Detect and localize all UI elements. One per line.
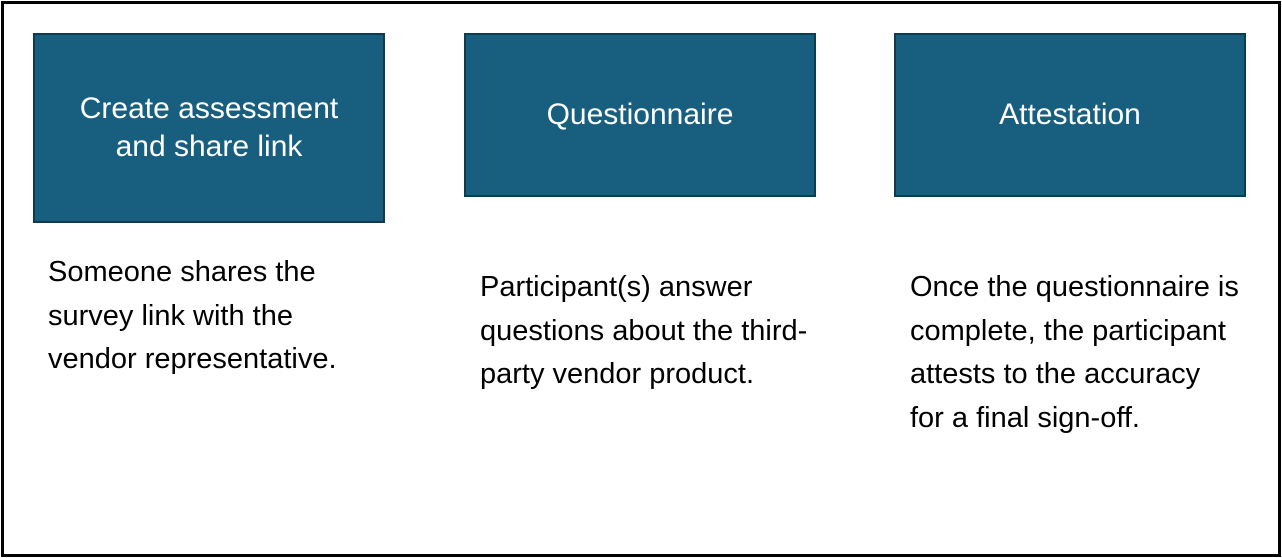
step-description-create-assessment: Someone shares the survey link with the …: [48, 256, 337, 375]
step-box-questionnaire: Questionnaire: [464, 33, 816, 197]
step-description-questionnaire: Participant(s) answer questions about th…: [480, 271, 808, 390]
step-title: Create assessment and share link: [79, 92, 339, 163]
step-title: Questionnaire: [546, 98, 734, 131]
step-box-attestation: Attestation: [894, 33, 1246, 197]
step-description-attestation: Once the questionnaire is complete, the …: [910, 271, 1239, 434]
step-title: Attestation: [999, 98, 1141, 131]
step-box-create-assessment: Create assessment and share link: [33, 33, 385, 223]
